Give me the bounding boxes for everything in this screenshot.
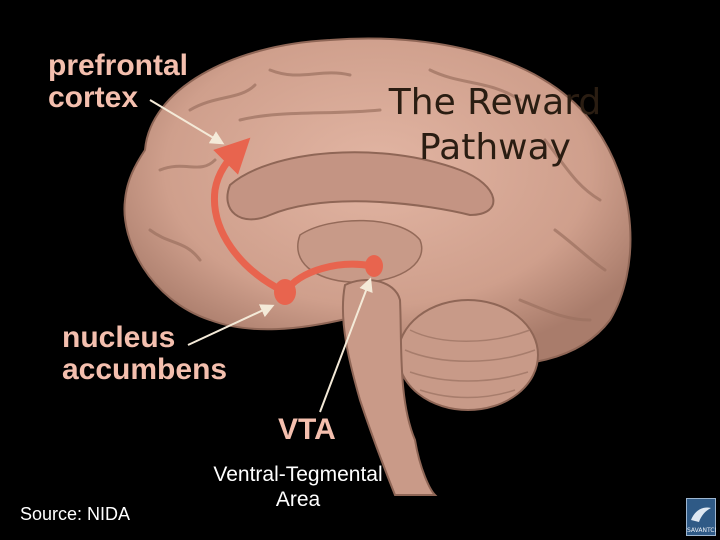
pointer-arrows xyxy=(149,99,373,413)
vta-arrow xyxy=(319,277,373,413)
prefrontal-label-line-2: cortex xyxy=(48,80,139,114)
title-line-2: Pathway xyxy=(419,127,571,168)
nucleus-accumbens-label: nucleus accumbens xyxy=(62,322,227,385)
source-credit: Source: NIDA xyxy=(20,504,131,524)
cerebellum-folds xyxy=(404,329,536,399)
brainstem xyxy=(341,279,438,496)
cortex-folds xyxy=(148,68,607,322)
publisher-logo-icon: SAVANTCI xyxy=(686,498,716,536)
prefrontal-label-line-1: prefrontal xyxy=(48,49,189,82)
vta-node xyxy=(365,255,383,277)
reward-pathway xyxy=(210,137,383,305)
logo-text: SAVANTCI xyxy=(687,527,717,534)
vta-full-line-1: Ventral-Tegmental xyxy=(213,463,383,486)
title-line-1: The Reward xyxy=(388,82,602,123)
nucleus-accumbens-node xyxy=(274,279,296,305)
vta-full-line-2: Area xyxy=(275,488,321,512)
prefrontal-cortex-label: prefrontal cortex xyxy=(48,50,188,113)
diagram-title: The Reward Pathway xyxy=(360,80,630,170)
vta-label: VTA xyxy=(278,413,336,446)
prefrontal-arrow xyxy=(149,99,225,145)
nucleus-label-line-2: accumbens xyxy=(62,352,228,386)
nucleus-label-line-1: nucleus xyxy=(62,321,176,354)
vta-full-name-label: Ventral-Tegmental Area xyxy=(188,462,408,512)
mesocortical-tract xyxy=(210,137,289,296)
corpus-callosum xyxy=(226,151,495,221)
nucleus-arrow xyxy=(187,304,275,346)
